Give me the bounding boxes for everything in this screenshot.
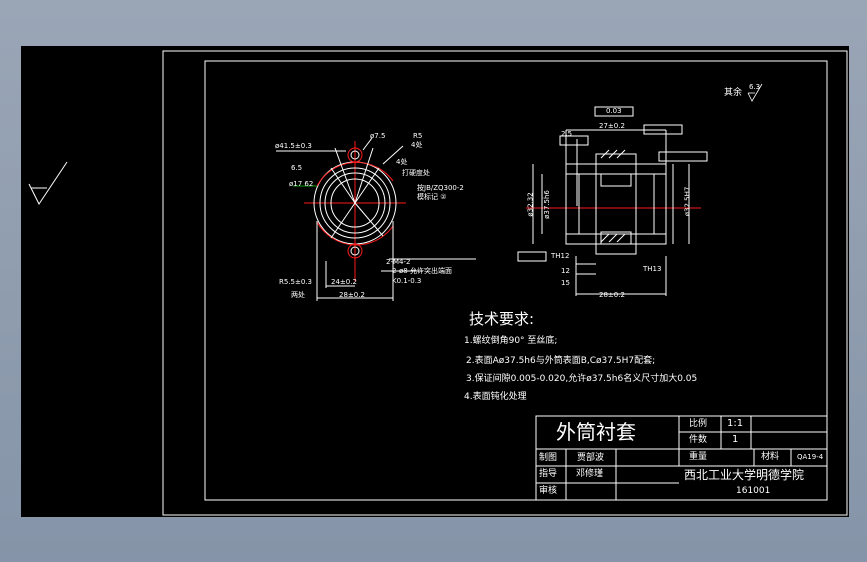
tech-line-3: 3.保证间隙0.005-0.020,允许ø37.5h6名义尺寸加大0.05 [466,374,698,384]
scale-value: 1:1 [727,418,744,429]
dim-label: 模标记 ② [417,193,447,201]
tech-line-4: 4.表面钝化处理 [464,392,527,402]
title-block [535,415,828,501]
qty-value: 1 [732,434,739,445]
dim-label: 0.03 [606,107,622,115]
dim-label: 28±0.2 [339,291,365,299]
dim-label: R5 [413,132,423,140]
dim-label: ø17 62 [289,180,314,188]
roughness-small-icon [747,83,763,102]
rest-roughness-value: 6.3 [749,83,761,91]
dim-label: R5.5±0.3 [279,278,312,286]
dim-label: 两处 [291,291,305,299]
drawing-number: 161001 [736,486,771,496]
guide-label: 指导 [539,469,558,479]
drawing-svg [28,50,848,516]
dim-label: 27±0.2 [599,122,625,130]
guide-name: 邓修瑾 [576,469,604,479]
material-value: QA19-4 [797,453,824,461]
dim-label: 2-ø8 允许突出端面 [392,267,452,275]
review-label: 审核 [539,486,558,496]
dim-label: 24±0.2 [331,278,357,286]
qty-label: 件数 [689,435,708,445]
dim-label: 4处 [396,158,408,166]
dim-label: 4处 [411,141,423,149]
tech-line-1: 1.螺纹倒角90° 至丝底; [464,336,558,346]
front-view [276,137,476,301]
dim-label: 28±0.2 [599,291,625,299]
dim-label: 12 [561,267,570,275]
dim-label: ø7.5 [370,132,386,140]
rest-roughness-note: 其余 [724,88,743,98]
dim-label: TH12 [551,252,570,260]
dim-label: K0.1-0.3 [392,277,422,285]
dim-label: ø32.32 [526,192,535,217]
outer-border [162,50,848,516]
tech-title: 技术要求: [469,310,535,328]
part-name: 外筒衬套 [556,420,636,444]
inner-border [204,60,828,501]
drawn-name: 贾部波 [577,453,605,463]
dim-label: ø37.5h6 [542,190,551,219]
drawing-canvas: 其余 6.3 ø41.5±0.3 ø7.5 R5 4处 4处 打硬度处 按JB/… [21,46,849,517]
scale-label: 比例 [689,419,708,429]
dim-label: ø41.5±0.3 [275,142,312,150]
section-view [517,106,708,296]
dim-label: TH13 [643,265,662,273]
weight-label: 重量 [689,452,708,462]
material-label: 材料 [761,452,780,462]
dim-label: 打硬度处 [402,169,430,177]
dim-label: 按JB/ZQ300-2 [417,184,464,192]
roughness-icon [28,161,68,205]
dim-label: ø32.5H7 [683,186,692,217]
dim-label: 2.5 [561,130,573,138]
tech-line-2: 2.表面Aø37.5h6与外筒表面B,Cø37.5H7配套; [466,356,656,366]
dim-label: 6.5 [291,164,303,172]
dim-label: 2-M4-2 [386,258,411,266]
dim-label: 15 [561,279,570,287]
drawn-label: 制图 [539,453,558,463]
school-name: 西北工业大学明德学院 [684,468,805,482]
